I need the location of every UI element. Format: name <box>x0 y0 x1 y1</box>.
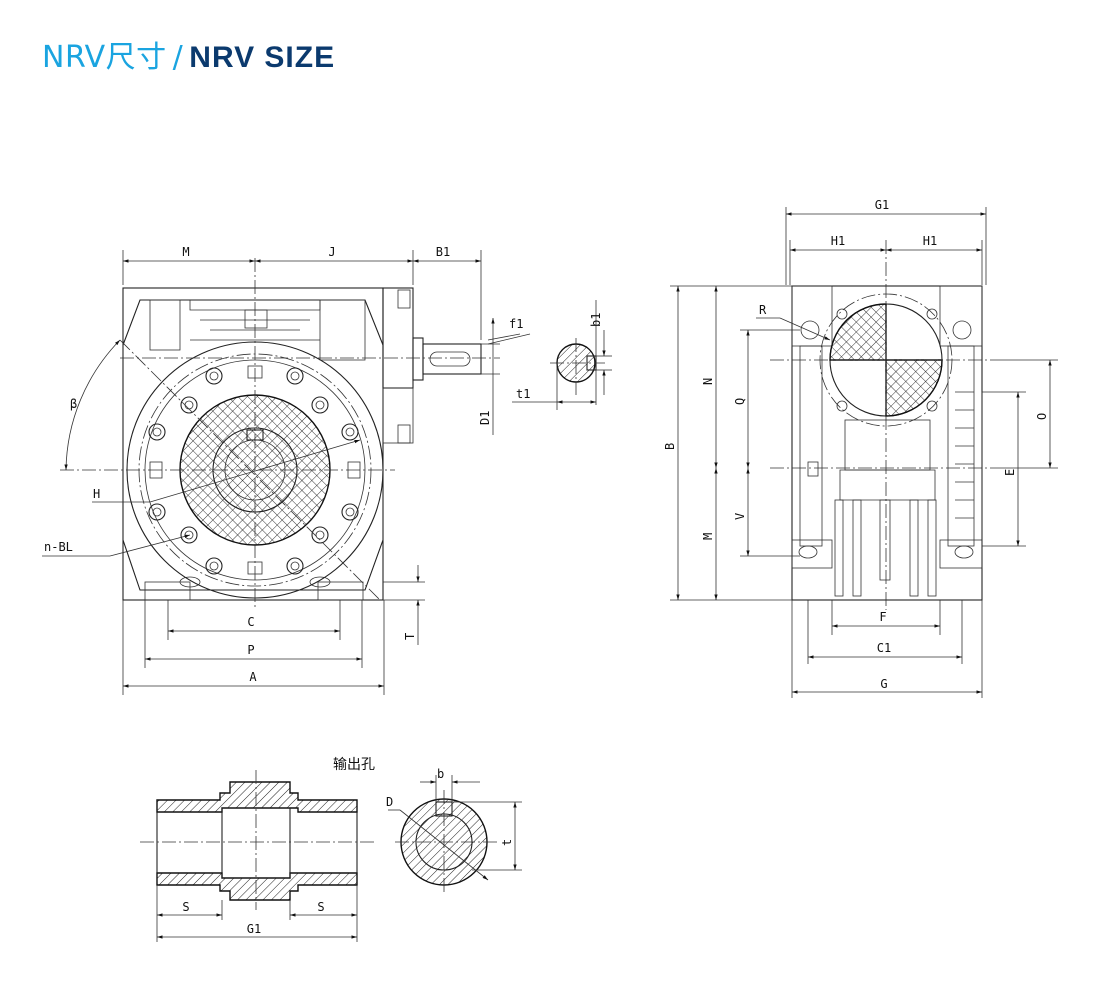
front-foot-right <box>317 581 364 601</box>
front-foot-left <box>144 581 191 601</box>
input-bolt-bottom <box>397 424 411 444</box>
label-S-right: S <box>317 900 324 914</box>
label-F: F <box>879 610 886 624</box>
side-output-ribs <box>927 499 937 597</box>
leader-f1 <box>487 333 531 345</box>
front-vent <box>244 309 268 329</box>
label-D: D <box>386 795 393 809</box>
label-b1: b1 <box>589 313 603 327</box>
label-nBL: n-BL <box>44 540 73 554</box>
label-E: E <box>1003 469 1017 476</box>
label-Q: Q <box>733 398 747 405</box>
label-R: R <box>759 303 767 317</box>
label-H1-left: H1 <box>831 234 845 248</box>
side-fins <box>955 391 974 519</box>
label-C: C <box>247 615 254 629</box>
label-J: J <box>328 245 335 259</box>
label-M-front: M <box>182 245 189 259</box>
side-left-wall <box>799 345 823 547</box>
title-en: NRV SIZE <box>189 41 336 74</box>
page-title: NRV尺寸/NRV SIZE <box>42 32 335 76</box>
label-A: A <box>249 670 257 684</box>
side-foot-right <box>939 539 983 569</box>
label-P: P <box>247 643 254 657</box>
leader-nBL <box>109 534 191 557</box>
label-C1: C1 <box>877 641 891 655</box>
leader-H <box>149 439 361 503</box>
label-N: N <box>701 378 715 385</box>
side-view: R G1 H1 H1 B N M Q V O E <box>663 198 1058 698</box>
label-O: O <box>1035 413 1049 420</box>
side-hole-left <box>800 320 820 340</box>
label-H: H <box>93 487 100 501</box>
label-G1-side: G1 <box>875 198 889 212</box>
shaft-key-section: b1 t1 <box>512 300 612 410</box>
side-worm-housing <box>844 419 931 471</box>
side-flange-crosshatch <box>885 359 943 417</box>
front-top-right-boss <box>319 299 366 361</box>
label-b: b <box>437 767 444 781</box>
side-hole-right <box>952 320 972 340</box>
label-f1: f1 <box>509 317 523 331</box>
front-housing-outline <box>122 287 384 601</box>
input-collar <box>412 337 424 381</box>
front-diagonal-centerline <box>119 339 381 601</box>
sleeve-bore <box>221 807 291 879</box>
label-B1: B1 <box>436 245 450 259</box>
label-M-side: M <box>701 533 715 540</box>
front-foot-slot-left <box>179 576 201 588</box>
input-shaft <box>422 343 482 375</box>
side-foot-left <box>791 539 833 569</box>
title-separator: / <box>172 40 184 75</box>
input-flange-lower <box>382 387 414 444</box>
output-hole-caption: 输出孔 <box>333 757 375 773</box>
label-t1: t1 <box>516 387 530 401</box>
front-housing-chamfers <box>122 299 384 591</box>
leader-R <box>779 317 831 341</box>
input-shaft-key <box>429 351 471 367</box>
sleeve-bottom-hatch <box>156 872 358 901</box>
front-top-left-boss <box>149 299 181 351</box>
label-V: V <box>733 513 747 520</box>
output-hole-detail: 输出孔 S S G1 b t <box>140 757 522 942</box>
leader-D <box>399 809 489 881</box>
label-T: T <box>403 633 417 640</box>
title-cn: NRV尺寸 <box>42 40 167 75</box>
label-beta: β <box>70 397 77 411</box>
side-flange-bolts <box>926 400 938 412</box>
label-S-left: S <box>182 900 189 914</box>
front-foot-slot-right <box>309 576 331 588</box>
side-top-right-boss <box>939 285 983 347</box>
label-t: t <box>500 839 514 846</box>
label-G: G <box>880 677 887 691</box>
label-D1: D1 <box>478 411 492 425</box>
front-bolts <box>148 367 359 575</box>
input-bolt-top <box>397 289 411 309</box>
side-top-left-boss <box>791 285 833 347</box>
label-G1-hole: G1 <box>247 922 261 936</box>
label-B: B <box>663 443 677 450</box>
dim-beta-arc <box>64 339 121 471</box>
label-H1-right: H1 <box>923 234 937 248</box>
front-view: M J B1 f1 D1 β H n-BL C P A <box>42 245 531 695</box>
